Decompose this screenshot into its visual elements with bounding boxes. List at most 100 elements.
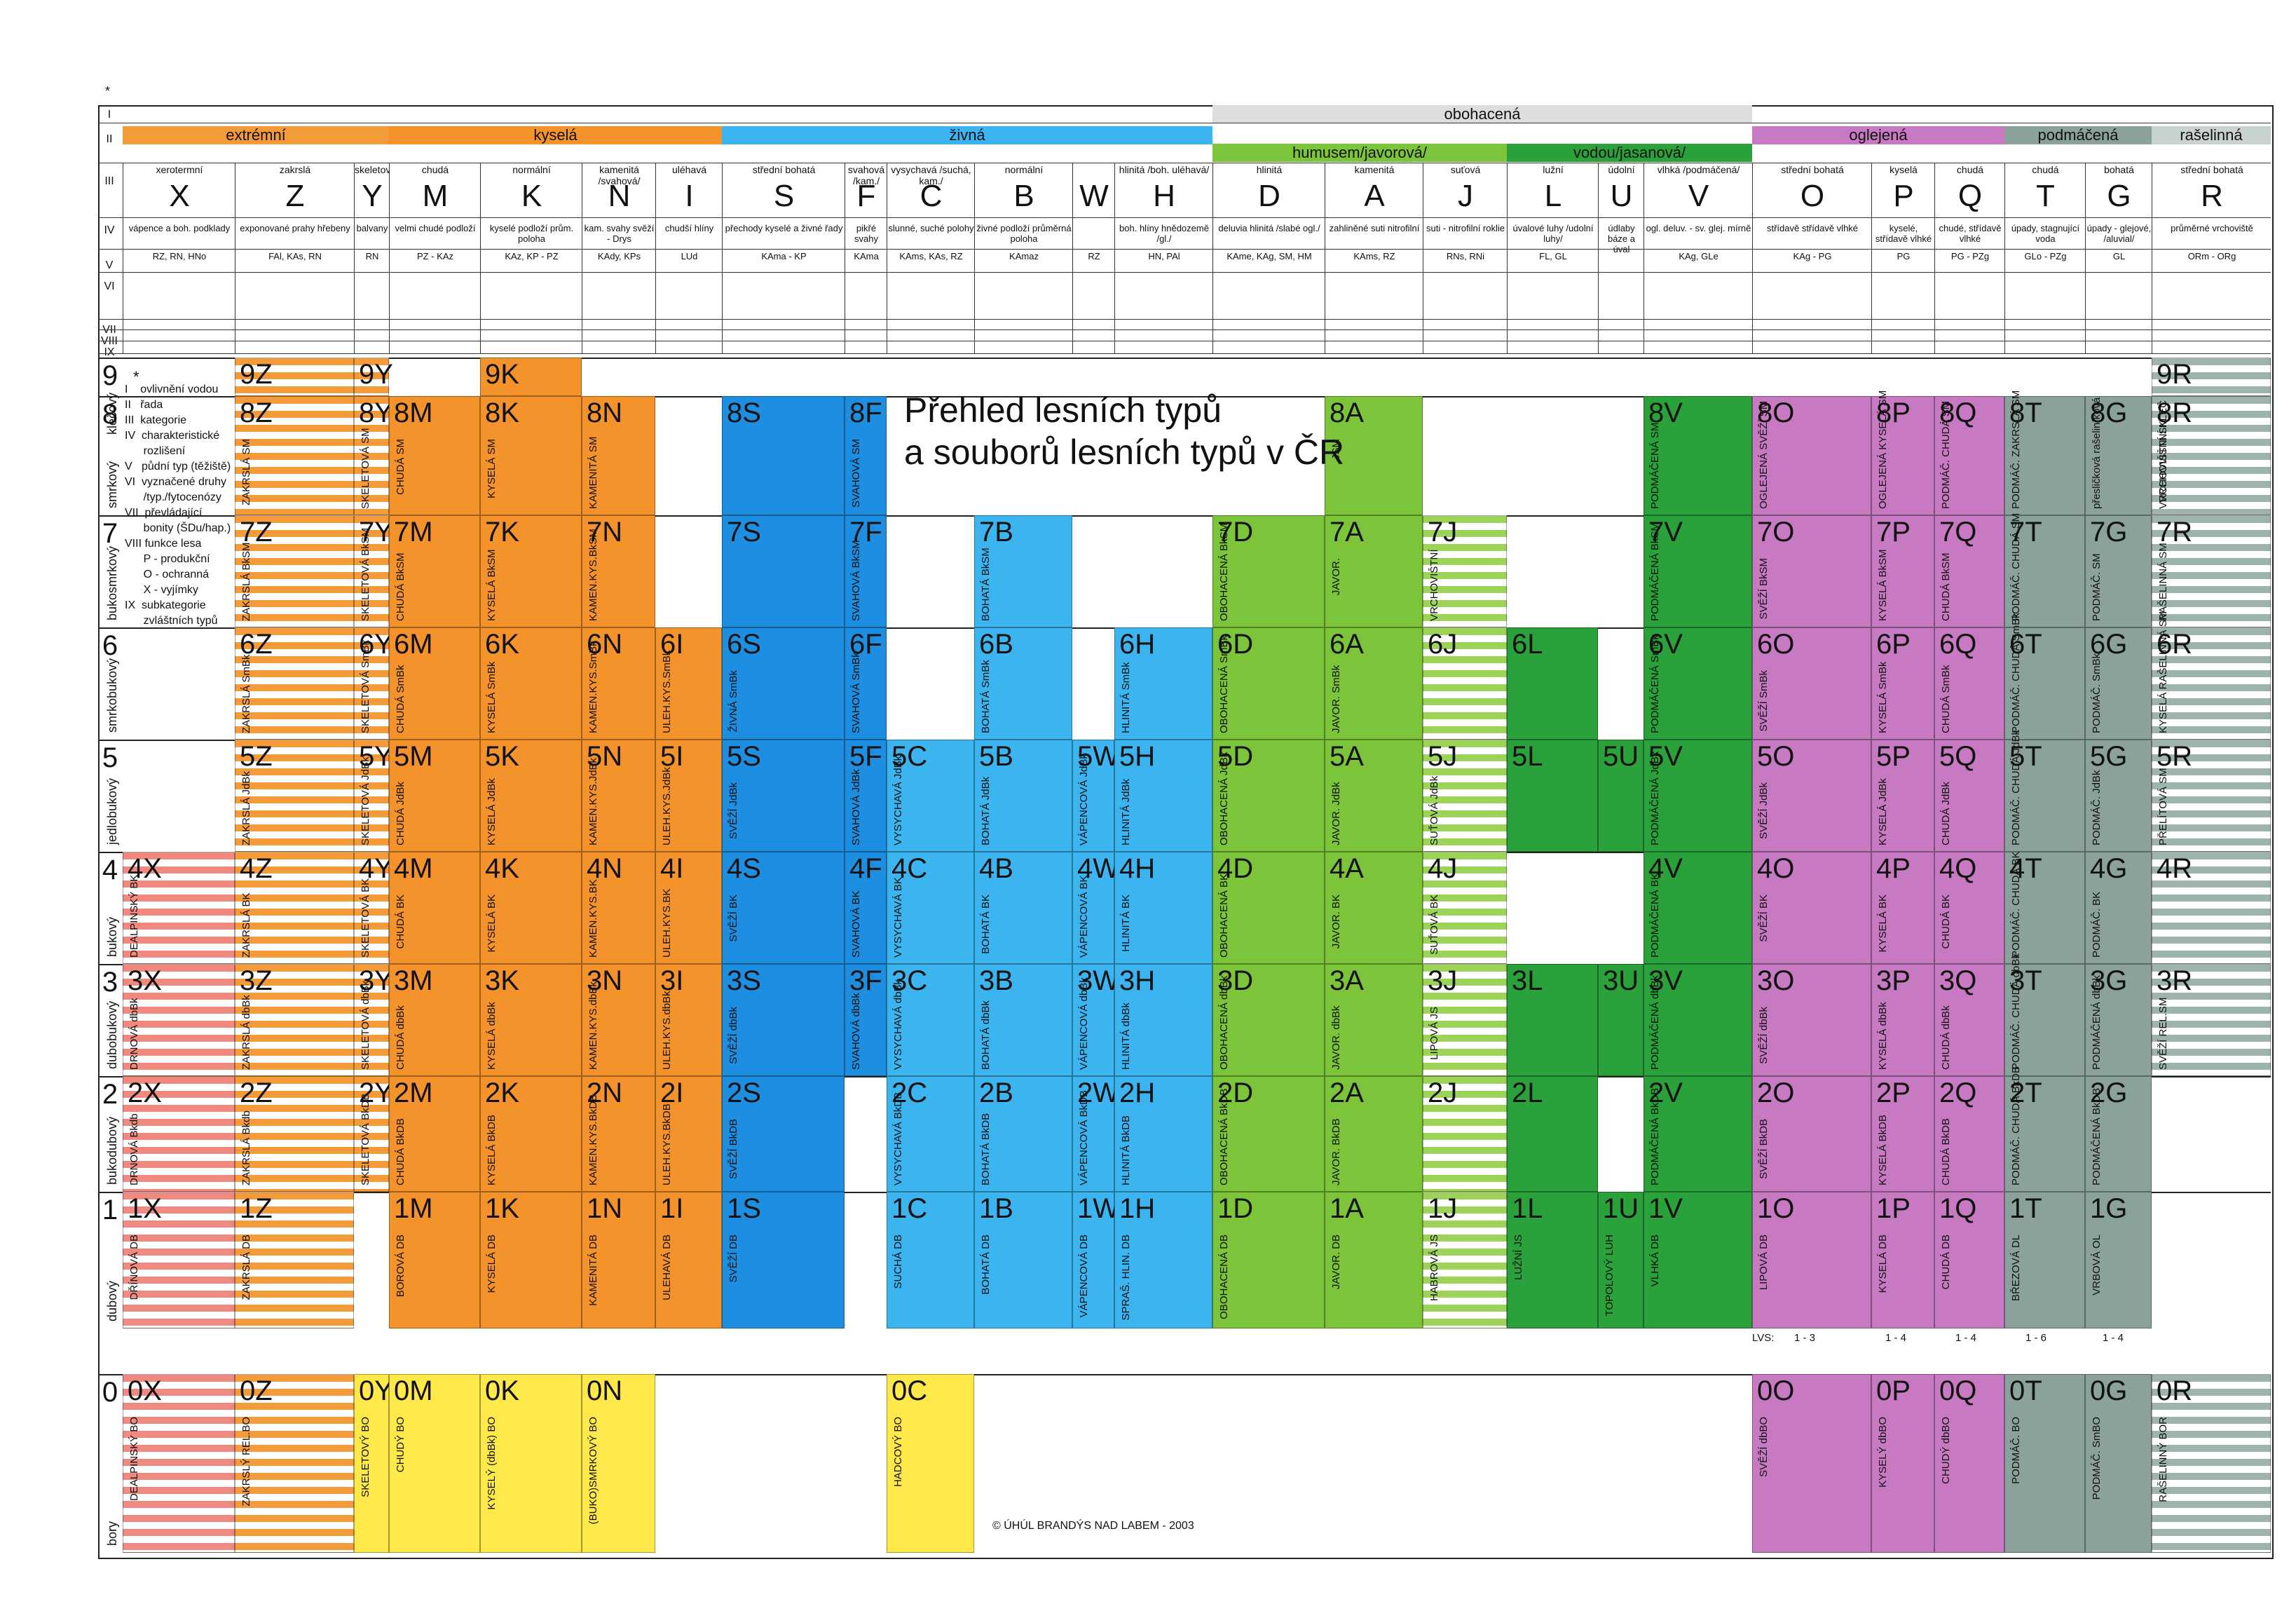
block-code: 7M [394, 517, 433, 548]
block-label: KAMEN.KYS.BkSM [587, 529, 599, 621]
column-desc: exponované prahy hřebeny [240, 223, 350, 233]
block-label: PODMÁČ. SmBO [2091, 1417, 2103, 1500]
column-soil: ORm - ORg [2187, 251, 2236, 261]
column-desc: úvalové luhy /udolní luhy/ [1512, 223, 1594, 244]
column-desc: průměrné vrchoviště [2171, 223, 2253, 233]
column-soil: RZ, RN, HNo [152, 251, 207, 261]
forest-type-block: 3U [1598, 964, 1644, 1076]
block-code: 7O [1757, 517, 1795, 548]
block-code: 2N [587, 1077, 623, 1108]
column-desc: přechody kyselé a živné řady [725, 223, 843, 233]
block-code: 1N [587, 1193, 623, 1224]
block-label: KAMEN.KYS.dbBk [587, 981, 599, 1070]
block-code: 1T [2009, 1193, 2042, 1224]
block-code: 9Z [240, 359, 273, 390]
block-label: OGLEJENÁ SVĚŽÍ SM [1758, 400, 1770, 509]
column-name: kamenitá /svahová/ [598, 164, 641, 186]
block-label: HLINITÁ JdBk [1120, 778, 1132, 845]
column-soil: KAma [854, 251, 879, 261]
block-label: KAMENITÁ SM [587, 436, 599, 509]
column-desc: balvany [356, 223, 388, 233]
block-code: 5L [1512, 741, 1543, 772]
block-code: 2G [2090, 1077, 2128, 1108]
block-label: KYSELÁ SmBk [1877, 661, 1889, 733]
block-code: 2V [1648, 1077, 1683, 1108]
block-label: PODMÁČ. CHUDÁ dbBk [2010, 953, 2022, 1070]
block-label: PODMÁČENÁ BK [1649, 873, 1661, 958]
block-code: 8A [1330, 397, 1364, 428]
block-code: 6I [660, 629, 684, 660]
block-code: 1B [979, 1193, 1013, 1224]
column-soil: KAma - KP [761, 251, 807, 261]
block-code: 3Q [1939, 965, 1977, 996]
block-label: DRNOVÁ Bkdb [128, 1113, 140, 1185]
block-code: 6J [1428, 629, 1458, 660]
column-name: střední bohatá [752, 164, 816, 175]
block-label: PODMÁČENÁ SmBk [1649, 634, 1661, 733]
column-desc: živné podloží průměrná poloha [976, 223, 1072, 244]
level-number: 8 [102, 399, 118, 430]
header-group: kyselá [389, 126, 722, 144]
header-rule [98, 272, 2271, 273]
header-rule [98, 319, 2271, 320]
block-label: CHUDÁ BkDB [395, 1118, 406, 1185]
column-code: J [1458, 179, 1473, 213]
block-label: SVAHOVÁ BK [850, 890, 862, 958]
block-code: 4P [1876, 853, 1911, 884]
lvs-range: 1 - 3 [1794, 1332, 1816, 1344]
block-label: SKELETOVÁ BkDB [360, 1093, 371, 1185]
column-soil: PG - PZg [1950, 251, 1990, 261]
column-name: údolní [1608, 164, 1635, 175]
block-label: VRCHOVIŠTNÍ [1428, 549, 1440, 621]
block-code: 5P [1876, 741, 1911, 772]
lvs-range: 1 - 4 [1885, 1332, 1907, 1344]
block-code: 5J [1428, 741, 1458, 772]
block-label: PODMÁČ. JdBk [2091, 770, 2103, 845]
block-label: HLINITÁ BK [1120, 895, 1132, 952]
block-code: 0C [891, 1375, 928, 1406]
column-soil: KAg - PG [1793, 251, 1832, 261]
block-code: 2Y [359, 1077, 393, 1108]
block-code: 3A [1330, 965, 1364, 996]
block-code: 8K [485, 397, 519, 428]
level-number: 1 [102, 1195, 118, 1225]
block-label: (BUKO)SMRKOVÝ BO [587, 1417, 599, 1525]
block-code: 3J [1428, 965, 1458, 996]
column-soil: KAms, KAs, RZ [899, 251, 963, 261]
lvs-range: 1 - 4 [1955, 1332, 1977, 1344]
block-code: 5D [1217, 741, 1254, 772]
block-code: 1K [485, 1193, 519, 1224]
